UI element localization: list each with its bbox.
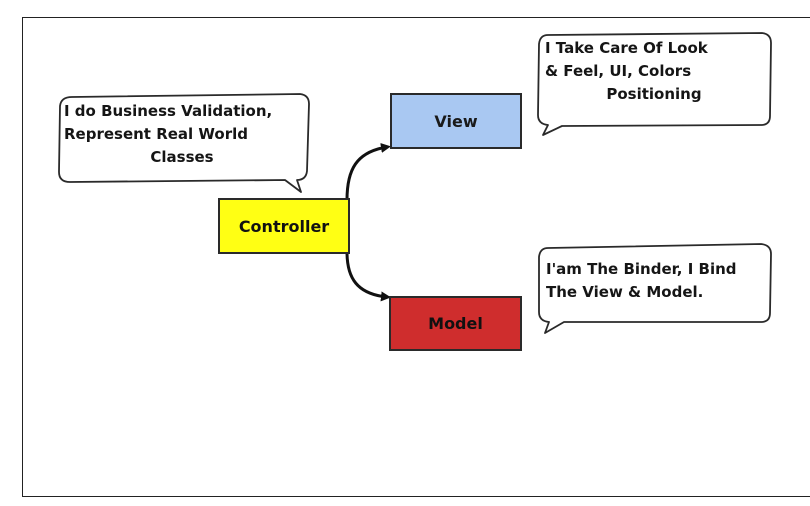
controller-bubble-text: I do Business Validation, Represent Real… xyxy=(64,100,300,169)
connector-controller-to-model xyxy=(345,251,391,302)
bubble-top-right-line-2: & Feel, UI, Colors xyxy=(545,62,692,80)
view-bubble-text: I Take Care Of Look & Feel, UI, Colors P… xyxy=(545,37,763,106)
view-node: View xyxy=(390,93,522,149)
model-bubble-text: I'am The Binder, I Bind The View & Model… xyxy=(546,258,766,304)
model-node: Model xyxy=(389,296,522,351)
bubble-left-line-3: Classes xyxy=(150,148,214,166)
view-label: View xyxy=(434,111,478,131)
connector-controller-to-view xyxy=(345,143,391,201)
bubble-bottom-right-line-1: I'am The Binder, I Bind xyxy=(546,260,737,278)
bubble-bottom-right-line-2: The View & Model. xyxy=(546,283,704,301)
speech-bubble-bottom-right xyxy=(538,243,772,334)
controller-label: Controller xyxy=(238,216,330,236)
speech-bubble-left xyxy=(58,93,310,193)
speech-bubble-top-right xyxy=(537,32,772,136)
bubble-top-right-line-1: I Take Care Of Look xyxy=(545,39,708,57)
model-label: Model xyxy=(428,314,483,333)
bubble-left-line-1: I do Business Validation, xyxy=(64,102,273,120)
bubble-top-right-line-3: Positioning xyxy=(606,85,702,103)
bubble-left-line-2: Represent Real World xyxy=(64,125,249,143)
controller-node: Controller xyxy=(218,198,350,254)
